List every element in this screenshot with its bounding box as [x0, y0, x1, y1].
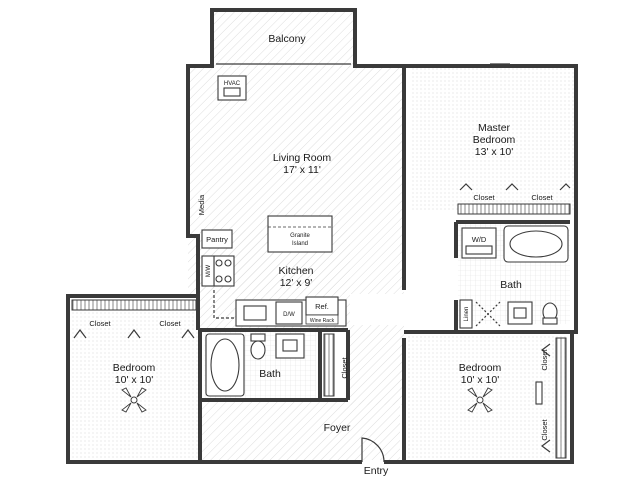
granite-island	[267, 215, 333, 253]
master-closet-doors-left	[459, 183, 473, 191]
wine-rack-label: Wine Rack	[310, 318, 335, 324]
master-bedroom-label-line1: Master	[478, 122, 511, 134]
hall-bath-label: Bath	[259, 368, 281, 380]
linen-label: Linen	[464, 307, 470, 322]
walls	[66, 8, 578, 464]
hvac-label: HVAC	[224, 81, 241, 87]
island-label-line1: Granite	[290, 233, 310, 239]
hall-closet-label: Closet	[340, 356, 349, 378]
master-toilet-tank	[542, 317, 558, 325]
kitchen-label: Kitchen	[278, 265, 313, 277]
bedroom-left-floor	[70, 298, 198, 460]
master-tub-basin	[509, 230, 563, 258]
master-sink	[513, 307, 527, 319]
media-label: Media	[197, 194, 206, 215]
right-closet-door-bottom	[541, 439, 551, 453]
hall-toilet-tank	[250, 333, 266, 342]
pantry-label: Pantry	[206, 235, 228, 244]
linen-closet	[459, 299, 473, 329]
foyer-label: Foyer	[324, 422, 351, 434]
kitchen-sink	[243, 305, 267, 321]
master-bath-label: Bath	[500, 279, 522, 291]
right-closet-top-label: Closet	[540, 348, 549, 370]
foyer-floor	[200, 400, 400, 460]
burner-2	[224, 259, 232, 267]
mw-label: M/W	[206, 264, 212, 277]
master-closet-doors-right	[559, 183, 571, 191]
bedroom-left-label: Bedroom	[113, 362, 156, 374]
ceiling-fan-right-icon	[467, 387, 493, 413]
island-label-line2: Island	[292, 241, 308, 247]
hall-tub-basin	[210, 338, 240, 392]
wd-label: W/D	[472, 235, 487, 244]
right-closet-door-top	[541, 343, 551, 357]
right-closet-rod	[555, 337, 567, 459]
hall-closet-rod	[323, 333, 335, 397]
burner-4	[224, 275, 232, 283]
mw-cabinet	[201, 255, 215, 287]
ceiling-fan-left-icon	[121, 387, 147, 413]
hall-floor	[348, 325, 404, 405]
bedroom-right-label: Bedroom	[459, 362, 502, 374]
hall-toilet-bowl	[250, 340, 266, 360]
right-closet-divider	[535, 381, 543, 405]
master-bath-door-swing-2	[475, 301, 501, 327]
ref-label: Ref.	[315, 302, 329, 311]
master-closet-doors-mid	[505, 183, 519, 191]
master-closet-rod	[457, 203, 571, 215]
left-closet-rod	[71, 299, 197, 311]
left-closet-doors-c	[181, 329, 195, 339]
master-bedroom-dims: 13' x 10'	[475, 146, 513, 158]
left-closet-a-label: Closet	[89, 319, 111, 328]
balcony-floor	[212, 10, 355, 68]
bedroom-left-dims: 10' x 10'	[115, 374, 153, 386]
dw-label: D/W	[283, 312, 295, 318]
master-closet-right-label: Closet	[531, 193, 553, 202]
left-closet-doors-a	[73, 329, 87, 339]
kitchen-dims: 12' x 9'	[280, 277, 313, 289]
dishwasher	[275, 301, 303, 325]
hvac-unit	[223, 87, 241, 97]
wine-rack	[305, 314, 339, 325]
balcony-label: Balcony	[268, 33, 306, 45]
burner-1	[215, 259, 223, 267]
pantry-box	[201, 229, 233, 249]
entry-label: Entry	[364, 465, 389, 477]
master-closet-left-label: Closet	[473, 193, 495, 202]
master-bedroom-label-line2: Bedroom	[473, 134, 516, 146]
wd-inner	[465, 245, 493, 255]
bedroom-right-dims: 10' x 10'	[461, 374, 499, 386]
burner-3	[215, 275, 223, 283]
left-closet-b-label: Closet	[159, 319, 181, 328]
master-bedroom-floor	[410, 68, 575, 212]
living-room-label: Living Room	[273, 152, 332, 164]
right-closet-bottom-label: Closet	[540, 418, 549, 440]
hall-sink	[282, 339, 298, 352]
living-room-dims: 17' x 11'	[283, 164, 321, 176]
left-closet-doors-b	[127, 329, 141, 339]
